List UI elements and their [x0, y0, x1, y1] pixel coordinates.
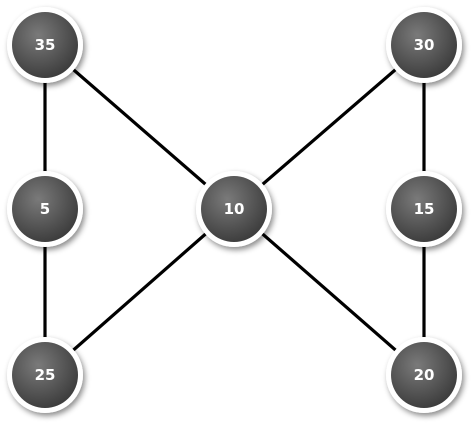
node-body — [391, 176, 457, 242]
node-5: 5 — [7, 171, 83, 247]
node-20: 20 — [386, 337, 462, 413]
node-label: 30 — [414, 36, 435, 54]
nodes-layer: 35 30 5 10 15 25 20 — [7, 7, 462, 413]
node-body — [201, 176, 267, 242]
node-35: 35 — [7, 7, 83, 83]
node-body — [391, 342, 457, 408]
edge-n30-n10 — [232, 43, 426, 211]
edge-n20-n10 — [232, 207, 426, 377]
node-label: 15 — [414, 200, 435, 218]
node-25: 25 — [7, 337, 83, 413]
edge-n25-n10 — [43, 207, 236, 377]
node-15: 15 — [386, 171, 462, 247]
node-label: 10 — [224, 200, 245, 218]
node-label: 20 — [414, 366, 435, 384]
node-10: 10 — [196, 171, 272, 247]
node-body — [12, 176, 78, 242]
node-body — [12, 12, 78, 78]
node-30: 30 — [386, 7, 462, 83]
node-label: 25 — [35, 366, 56, 384]
node-label: 5 — [40, 200, 50, 218]
edge-n35-n10 — [43, 43, 236, 211]
node-label: 35 — [35, 36, 56, 54]
node-body — [12, 342, 78, 408]
node-body — [391, 12, 457, 78]
